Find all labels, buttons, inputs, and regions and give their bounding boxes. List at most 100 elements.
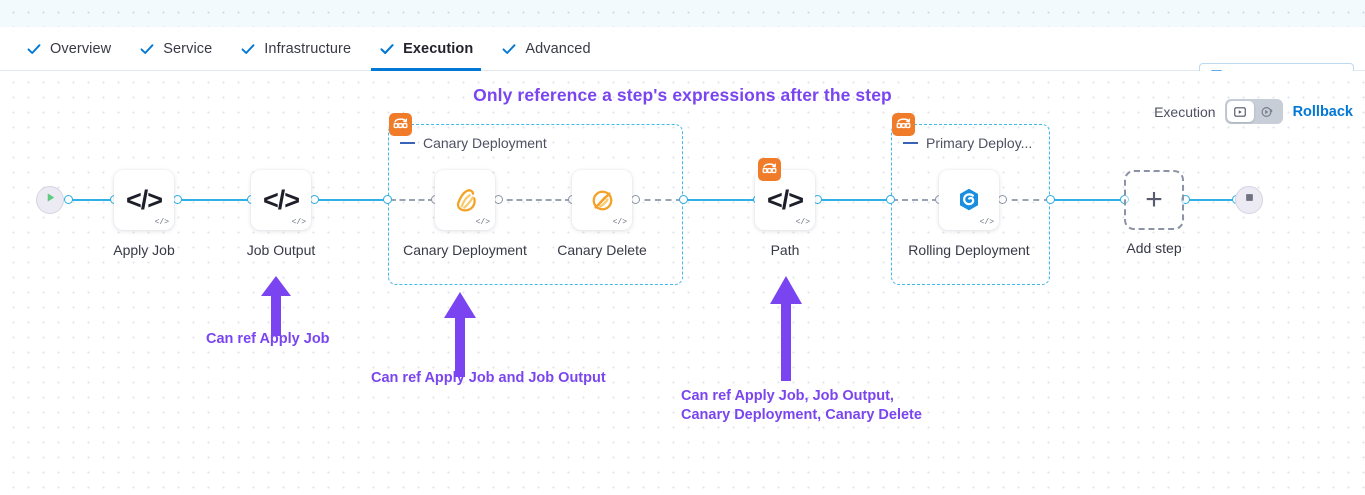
- banner-title: Only reference a step's expressions afte…: [473, 85, 892, 105]
- code-badge-icon: </>: [154, 218, 169, 227]
- connector-joboutput-group1: [313, 199, 390, 201]
- execution-mode-toggle[interactable]: [1224, 99, 1283, 124]
- node-rolling-deployment[interactable]: </>: [939, 170, 999, 230]
- group-title: Canary Deployment: [400, 135, 547, 151]
- node-label-job-output: Job Output: [246, 242, 316, 258]
- group-collapse-bar: [400, 142, 415, 144]
- node-canary-delete[interactable]: </>: [572, 170, 632, 230]
- code-badge-icon: </>: [979, 218, 994, 227]
- connector-group2-rolling: [892, 199, 938, 201]
- tab-label: Advanced: [525, 41, 591, 57]
- play-icon: [44, 191, 57, 209]
- group-badge-canary: [389, 113, 412, 136]
- step-group-icon: [761, 159, 778, 181]
- group-title: Primary Deploy...: [903, 135, 1032, 151]
- code-icon: </>: [766, 184, 804, 215]
- tab-label: Overview: [50, 41, 112, 57]
- code-badge-icon: </>: [612, 218, 627, 227]
- port-group2-out[interactable]: [1046, 195, 1055, 204]
- port-group1-in[interactable]: [383, 195, 392, 204]
- node-job-output[interactable]: </> </>: [251, 170, 311, 230]
- check-icon: [240, 41, 256, 57]
- code-badge-icon: </>: [795, 218, 810, 227]
- pipeline-canvas[interactable]: Only reference a step's expressions afte…: [0, 71, 1365, 495]
- tab-label: Execution: [403, 41, 474, 57]
- canary-bird-icon: [450, 185, 481, 216]
- annotation-apply-job: Can ref Apply Job: [206, 331, 330, 347]
- node-label-canary-delete: Canary Delete: [557, 242, 647, 258]
- add-step-button[interactable]: +: [1124, 170, 1184, 230]
- stage-tab-bar: Overview Service Infrastructure Executio…: [0, 27, 1365, 90]
- tab-advanced[interactable]: Advanced: [487, 27, 604, 71]
- port-group2-in[interactable]: [886, 195, 895, 204]
- rotate-arrow-icon: [1260, 105, 1274, 119]
- connector-canarydeploy-canarydelete: [497, 199, 571, 201]
- port-group1-out[interactable]: [679, 195, 688, 204]
- execution-label: Execution: [1154, 103, 1216, 120]
- toggle-execution-button[interactable]: [1226, 101, 1254, 122]
- group-collapse-bar: [903, 142, 918, 144]
- port-canarydeploy-out[interactable]: [494, 195, 503, 204]
- step-group-icon: [895, 114, 912, 136]
- group-title-label: Primary Deploy...: [926, 135, 1033, 151]
- group-title-label: Canary Deployment: [423, 135, 547, 151]
- node-label-canary-deployment: Canary Deployment: [403, 242, 527, 258]
- tab-label: Infrastructure: [264, 41, 352, 57]
- connector-applyjob-joboutput: [176, 199, 254, 201]
- annotation-arrow-apply-job: [261, 276, 291, 336]
- connector-path-group2: [816, 199, 892, 201]
- annotation-arrow-path: [770, 276, 802, 381]
- rollback-link[interactable]: Rollback: [1292, 103, 1353, 120]
- port-canarydelete-out[interactable]: [631, 195, 640, 204]
- group-canary-deployment[interactable]: Canary Deployment: [388, 124, 683, 285]
- pipeline-start-node[interactable]: [36, 186, 64, 214]
- code-icon: </>: [125, 184, 163, 215]
- add-step-label: Add step: [1126, 240, 1182, 256]
- port-joboutput-out[interactable]: [310, 195, 319, 204]
- code-icon: </>: [262, 184, 300, 215]
- code-badge-icon: </>: [475, 218, 490, 227]
- group-primary-deployment[interactable]: Primary Deploy...: [891, 124, 1050, 285]
- connector-addstep-end: [1184, 199, 1236, 201]
- node-label-rolling-deployment: Rolling Deployment: [908, 242, 1030, 258]
- group-badge-primary: [892, 113, 915, 136]
- stop-icon: [1243, 191, 1256, 209]
- tab-execution[interactable]: Execution: [365, 27, 487, 71]
- node-label-path: Path: [770, 242, 800, 258]
- toggle-rollback-button[interactable]: [1254, 101, 1281, 122]
- annotation-canary-deployment: Can ref Apply Job and Job Output: [371, 370, 606, 386]
- annotation-arrow-canary-deployment: [444, 292, 476, 377]
- tab-infrastructure[interactable]: Infrastructure: [226, 27, 365, 71]
- node-label-apply-job: Apply Job: [113, 242, 175, 258]
- check-icon: [26, 41, 42, 57]
- execution-rollback-control: Execution: [1154, 99, 1353, 124]
- step-group-icon: [392, 114, 409, 136]
- node-apply-job[interactable]: </> </>: [114, 170, 174, 230]
- port-rolling-out[interactable]: [998, 195, 1007, 204]
- play-square-icon: [1233, 105, 1247, 119]
- port-applyjob-out[interactable]: [173, 195, 182, 204]
- connector-canarydelete-group1end: [634, 199, 682, 201]
- pipeline-end-node[interactable]: [1235, 186, 1263, 214]
- connector-start-applyjob: [67, 199, 116, 201]
- top-dotted-strip: [0, 0, 1365, 27]
- path-step-group-badge: [758, 158, 781, 181]
- check-icon: [501, 41, 517, 57]
- connector-group1-canarydeploy: [390, 199, 434, 201]
- tab-overview[interactable]: Overview: [12, 27, 125, 71]
- stage-tabs: Overview Service Infrastructure Executio…: [12, 27, 605, 71]
- annotation-path: Can ref Apply Job, Job Output, Canary De…: [681, 388, 922, 423]
- tab-label: Service: [163, 41, 213, 57]
- canary-delete-icon: [587, 185, 618, 216]
- check-icon: [139, 41, 155, 57]
- connector-rolling-group2end: [1001, 199, 1050, 201]
- check-icon: [379, 41, 395, 57]
- tab-service[interactable]: Service: [125, 27, 226, 71]
- connector-group2-addstep: [1050, 199, 1125, 201]
- rolling-swirl-icon: [954, 185, 984, 215]
- port-start-out[interactable]: [64, 195, 73, 204]
- node-canary-deployment[interactable]: </>: [435, 170, 495, 230]
- plus-icon: +: [1145, 183, 1163, 216]
- connector-group1-path: [682, 199, 756, 201]
